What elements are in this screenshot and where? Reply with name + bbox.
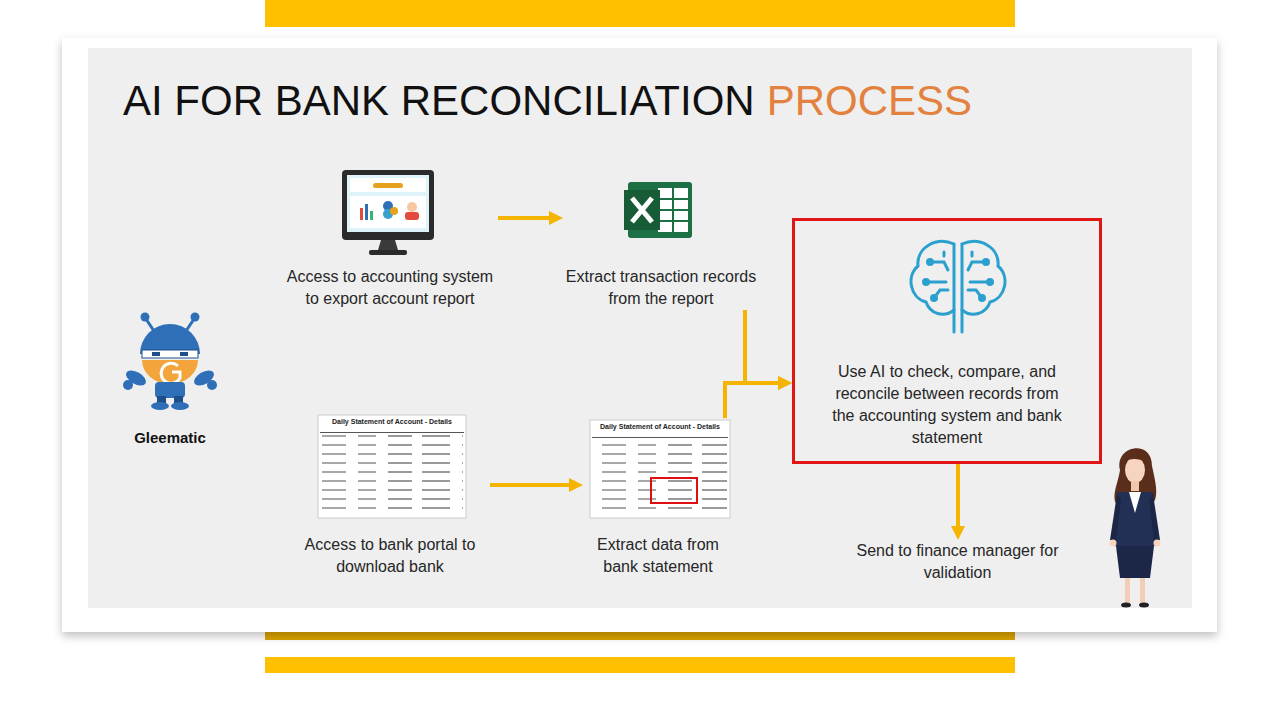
process-step: Access to bank portal to download bank — [290, 412, 490, 578]
flow-arrow — [490, 483, 569, 487]
process-step: Access to accounting system to export ac… — [282, 165, 498, 310]
statement-heading: Daily Statement of Account - Details — [590, 422, 730, 431]
mascot-name: Gleematic — [110, 428, 230, 448]
step-text: Send to finance manager for validation — [850, 540, 1065, 584]
bank-statement-image — [590, 420, 730, 518]
spreadsheet-icon — [624, 182, 692, 238]
process-step: Extract data from bank statement — [583, 418, 733, 578]
card — [62, 38, 1217, 632]
step-text: Use AI to check, compare, and reconcile … — [832, 361, 1062, 449]
step-text: Extract transaction records from the rep… — [563, 266, 759, 310]
step-text: Extract data from bank statement — [583, 534, 733, 578]
bottom-bar — [265, 657, 1015, 673]
robot-mascot — [123, 313, 217, 411]
step-text: Access to bank portal to download bank — [290, 534, 490, 578]
flow-arrow — [956, 464, 960, 526]
statement-heading: Daily Statement of Account - Details — [318, 417, 466, 426]
ai-process-box: Use AI to check, compare, and reconcile … — [792, 218, 1102, 464]
diagram-title: AI FOR BANK RECONCILIATION — [123, 76, 755, 126]
process-step: Extract transaction records from the rep… — [563, 176, 759, 310]
flow-arrow — [498, 216, 549, 220]
top-bar — [265, 0, 1015, 27]
panel — [88, 48, 1192, 608]
bank-statement-image — [318, 415, 466, 518]
ai-brain-icon — [911, 241, 1005, 332]
bottom-bar — [265, 632, 1015, 640]
flow-arrow — [725, 383, 778, 418]
monitor-icon — [342, 170, 434, 255]
flow-arrow — [745, 310, 778, 383]
step-text: Access to accounting system to export ac… — [282, 266, 498, 310]
finance-manager-figure — [1110, 448, 1161, 607]
process-step: Send to finance manager for validation — [850, 540, 1065, 584]
title-highlight: PROCESS — [767, 76, 972, 126]
